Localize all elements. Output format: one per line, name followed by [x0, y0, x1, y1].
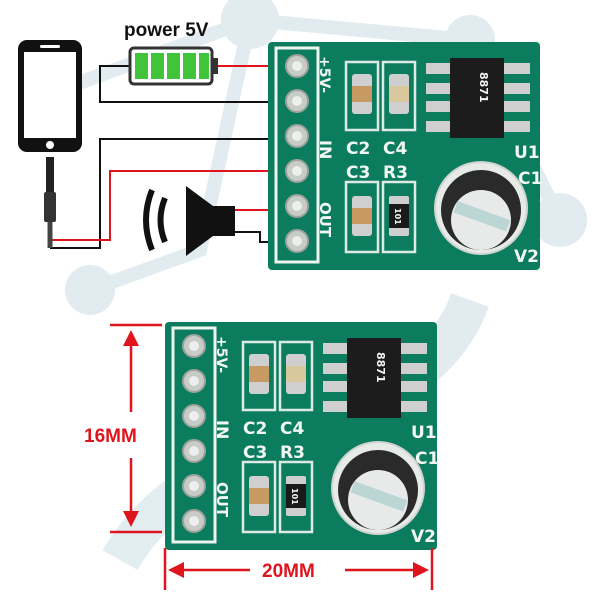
battery-label: power 5V	[124, 20, 209, 41]
label-v2: V2	[514, 247, 539, 267]
chip-pin	[397, 381, 427, 392]
chip-pin	[426, 83, 454, 94]
chip-pin	[426, 63, 454, 74]
label-c1: C1	[518, 169, 542, 189]
height-dimension	[110, 323, 162, 534]
width-dimension	[163, 548, 434, 590]
pin-hole	[189, 446, 199, 456]
wiring	[50, 65, 292, 249]
chip-u1	[347, 338, 401, 418]
capacitor-c3-body	[352, 208, 372, 224]
pin-hole	[292, 236, 302, 246]
label-input: IN	[213, 420, 232, 439]
label-output: OUT	[316, 202, 334, 238]
resistor-body	[389, 204, 409, 228]
resistor-body	[286, 484, 306, 508]
battery-icon	[128, 46, 218, 86]
label-power: +5V-	[316, 56, 332, 93]
capacitor-c4-body	[286, 366, 306, 382]
pin-hole	[189, 341, 199, 351]
chip-pin	[397, 401, 427, 412]
pin-hole	[189, 481, 199, 491]
chip-u1	[450, 58, 504, 138]
chip-pin	[500, 83, 530, 94]
chip-pin	[323, 381, 351, 392]
label-u1: U1	[514, 143, 540, 163]
wire-power-negative	[99, 65, 292, 103]
chip-pin	[426, 101, 454, 112]
capacitor-c2-body	[249, 366, 269, 382]
label-c4: C4	[280, 419, 304, 439]
chip-pin	[323, 401, 351, 412]
c4-outline	[278, 340, 314, 412]
wire-audio-left	[50, 138, 292, 249]
chip-marking: 8871	[374, 352, 387, 383]
pin-hole	[189, 516, 199, 526]
capacitor-c2-body	[352, 86, 372, 102]
chip-pin	[426, 121, 454, 132]
resistor-code: 101	[290, 488, 299, 505]
smartphone-icon	[18, 40, 82, 152]
label-c4: C4	[383, 139, 407, 159]
r3-outline	[381, 180, 417, 254]
pin-hole	[292, 96, 302, 106]
label-r3: R3	[280, 443, 305, 463]
pin-hole	[292, 201, 302, 211]
r3-outline	[278, 460, 314, 534]
chip-pin	[397, 343, 427, 354]
chip-pin	[323, 363, 351, 374]
label-c3: C3	[243, 443, 267, 463]
label-r3: R3	[383, 163, 408, 183]
width-label: 20MM	[262, 561, 315, 582]
label-c1: C1	[415, 449, 439, 469]
c4-outline	[381, 60, 417, 132]
chip-pin	[500, 121, 530, 132]
label-input: IN	[316, 140, 335, 159]
capacitor-stripe	[453, 201, 511, 232]
label-output: OUT	[213, 482, 231, 518]
pin-hole	[292, 61, 302, 71]
chip-pin	[323, 343, 351, 354]
label-v2: V2	[411, 527, 436, 547]
chip-marking: 8871	[477, 72, 490, 103]
pin-hole	[189, 376, 199, 386]
capacitor-c3-body	[249, 488, 269, 504]
chip-pin	[500, 101, 530, 112]
label-c2: C2	[243, 419, 267, 439]
speaker-icon	[143, 186, 235, 256]
c3-outline	[241, 460, 277, 534]
capacitor-c4-body	[389, 86, 409, 102]
pin-hole	[292, 166, 302, 176]
resistor-code: 101	[393, 208, 402, 225]
label-power: +5V-	[213, 336, 229, 373]
label-c2: C2	[346, 139, 370, 159]
pin-header-outline	[171, 326, 217, 544]
c2-outline	[344, 60, 380, 132]
label-u1: U1	[411, 423, 437, 443]
capacitor-stripe	[350, 481, 408, 512]
c2-outline	[241, 340, 277, 412]
pin-hole	[189, 411, 199, 421]
audio-jack-icon	[44, 157, 56, 248]
label-c3: C3	[346, 163, 370, 183]
wire-audio-signal	[50, 170, 292, 241]
pin-header-outline	[274, 46, 320, 264]
height-label: 16MM	[84, 426, 137, 447]
chip-pin	[397, 363, 427, 374]
chip-pin	[500, 63, 530, 74]
pin-hole	[292, 131, 302, 141]
c3-outline	[344, 180, 380, 254]
